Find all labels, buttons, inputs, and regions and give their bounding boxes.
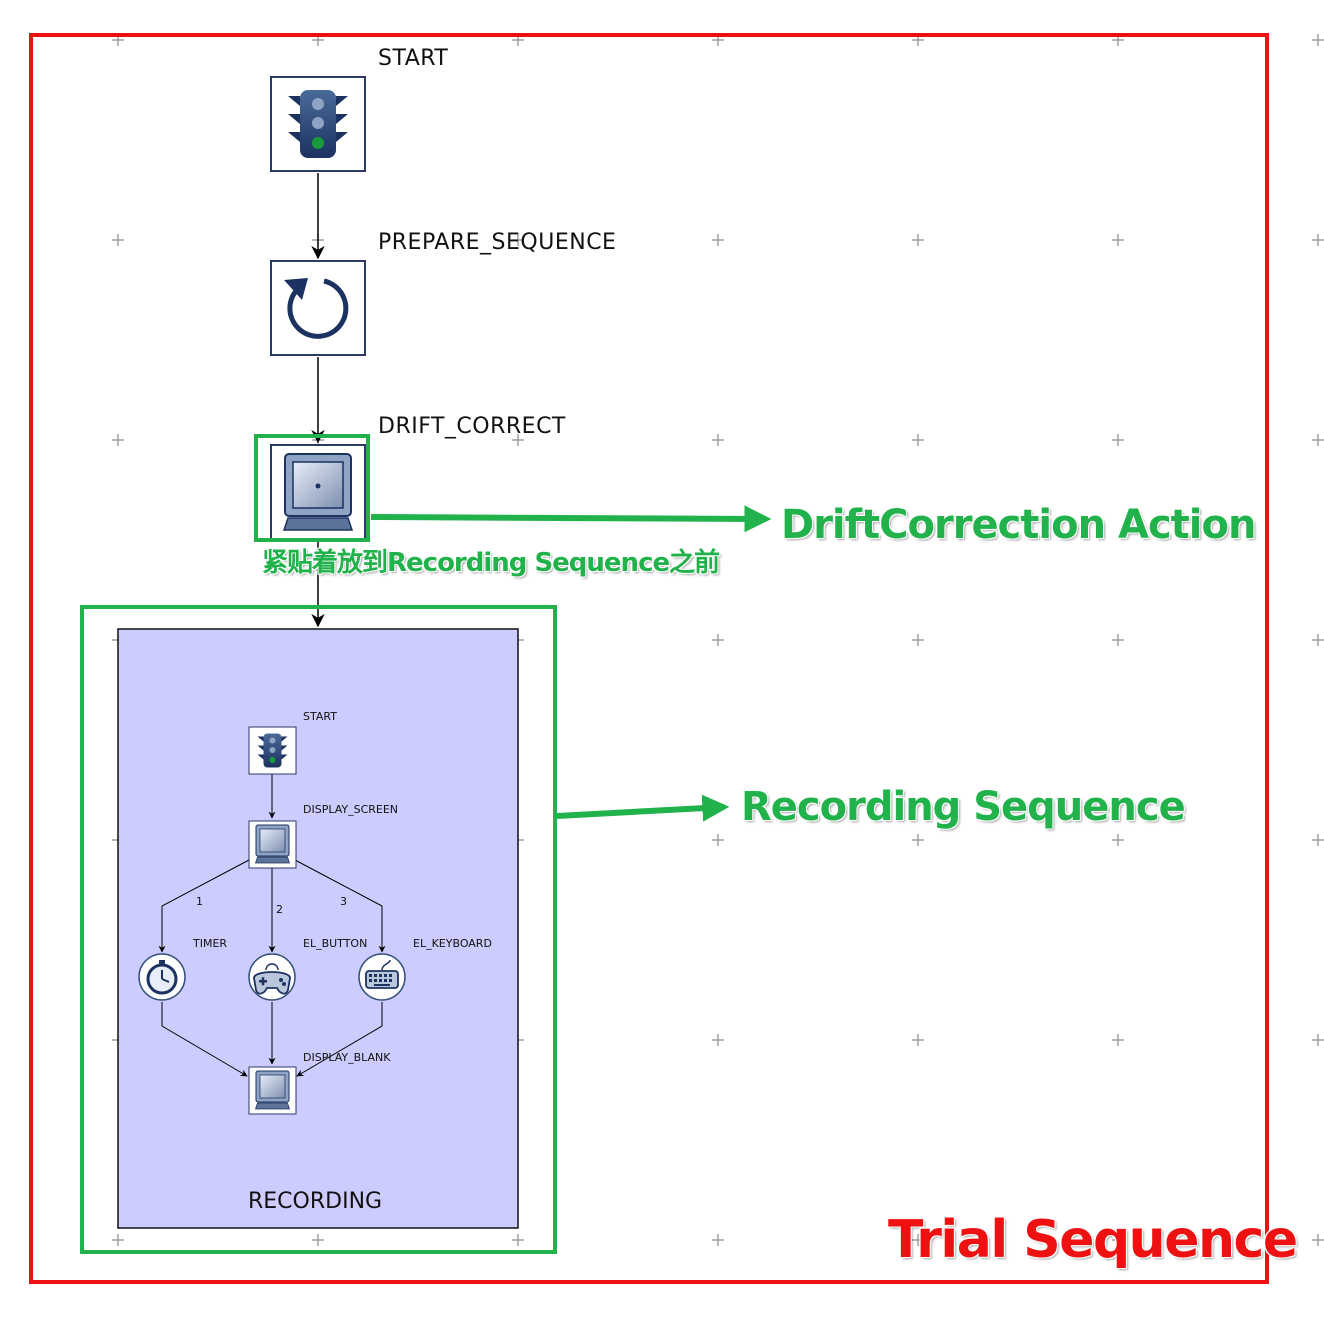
branch-label-3: 3 <box>340 895 347 908</box>
display-screen-label: DISPLAY_SCREEN <box>303 803 399 816</box>
recording-block-highlight <box>80 605 557 1254</box>
edge-keyboard-to-blank <box>296 1002 383 1077</box>
grid-cross <box>1312 1034 1324 1046</box>
edge-timer-to-blank <box>161 1002 248 1077</box>
grid-cross <box>512 1234 524 1246</box>
keyboard-icon <box>365 959 399 989</box>
prepare-sequence-node[interactable] <box>270 260 366 356</box>
edge-display-to-keyboard <box>294 859 386 953</box>
recording-sequence-annotation: Recording Sequence <box>741 784 1186 830</box>
grid-cross <box>1112 834 1124 846</box>
grid-cross <box>1112 234 1124 246</box>
grid-cross <box>1312 434 1324 446</box>
display-blank-label: DISPLAY_BLANK <box>303 1051 391 1064</box>
grid-cross <box>912 1034 924 1046</box>
grid-cross <box>1112 1034 1124 1046</box>
traffic-light-icon <box>288 90 348 158</box>
grid-cross <box>1112 434 1124 446</box>
grid-cross <box>912 634 924 646</box>
refresh-icon <box>284 278 349 339</box>
drift-placement-note: 紧贴着放到Recording Sequence之前 <box>262 548 720 578</box>
grid-cross <box>1112 1234 1124 1246</box>
timer-label: TIMER <box>193 937 228 950</box>
grid-cross <box>712 634 724 646</box>
grid-cross <box>1312 1234 1324 1246</box>
grid-cross <box>1112 634 1124 646</box>
grid-cross <box>712 1234 724 1246</box>
branch-label-1: 1 <box>196 895 203 908</box>
grid-cross <box>112 1234 124 1246</box>
grid-cross <box>112 434 124 446</box>
prepare-sequence-node-label: PREPARE_SEQUENCE <box>378 230 617 255</box>
grid-cross <box>912 1234 924 1246</box>
trial-sequence-border <box>29 33 1269 1284</box>
grid-cross <box>1312 34 1324 46</box>
recording-block-label: RECORDING <box>248 1189 383 1214</box>
grid-cross <box>1312 234 1324 246</box>
el-keyboard-label: EL_KEYBOARD <box>413 937 492 950</box>
gamepad-icon <box>253 963 291 995</box>
grid-cross <box>1312 834 1324 846</box>
monitor-icon <box>254 824 291 864</box>
start-node-label: START <box>378 46 449 71</box>
recording-annotation-arrow <box>556 794 730 822</box>
monitor-icon <box>282 453 354 531</box>
drift-correction-action-annotation: DriftCorrection Action <box>781 502 1256 548</box>
grid-cross <box>712 434 724 446</box>
drift-annotation-arrow <box>370 505 772 533</box>
grid-cross <box>712 234 724 246</box>
monitor-icon <box>254 1070 291 1110</box>
stopwatch-icon <box>146 960 178 995</box>
grid-cross <box>912 434 924 446</box>
grid-cross <box>912 834 924 846</box>
grid-cross <box>512 434 524 446</box>
inner-start-label: START <box>303 710 337 723</box>
branch-label-2: 2 <box>276 903 283 916</box>
grid-cross <box>312 1234 324 1246</box>
recording-block[interactable] <box>117 628 519 1229</box>
grid-cross <box>712 834 724 846</box>
traffic-light-icon <box>257 733 288 768</box>
grid-cross <box>512 234 524 246</box>
edge-display-to-timer <box>158 859 250 953</box>
el-button-label: EL_BUTTON <box>303 937 368 950</box>
drift-correct-highlight <box>254 434 370 542</box>
drift-correct-node-label: DRIFT_CORRECT <box>378 414 566 439</box>
grid-cross <box>712 1034 724 1046</box>
grid-cross <box>1312 634 1324 646</box>
grid-cross <box>912 234 924 246</box>
grid-cross <box>112 234 124 246</box>
trial-sequence-annotation: Trial Sequence <box>888 1210 1298 1270</box>
